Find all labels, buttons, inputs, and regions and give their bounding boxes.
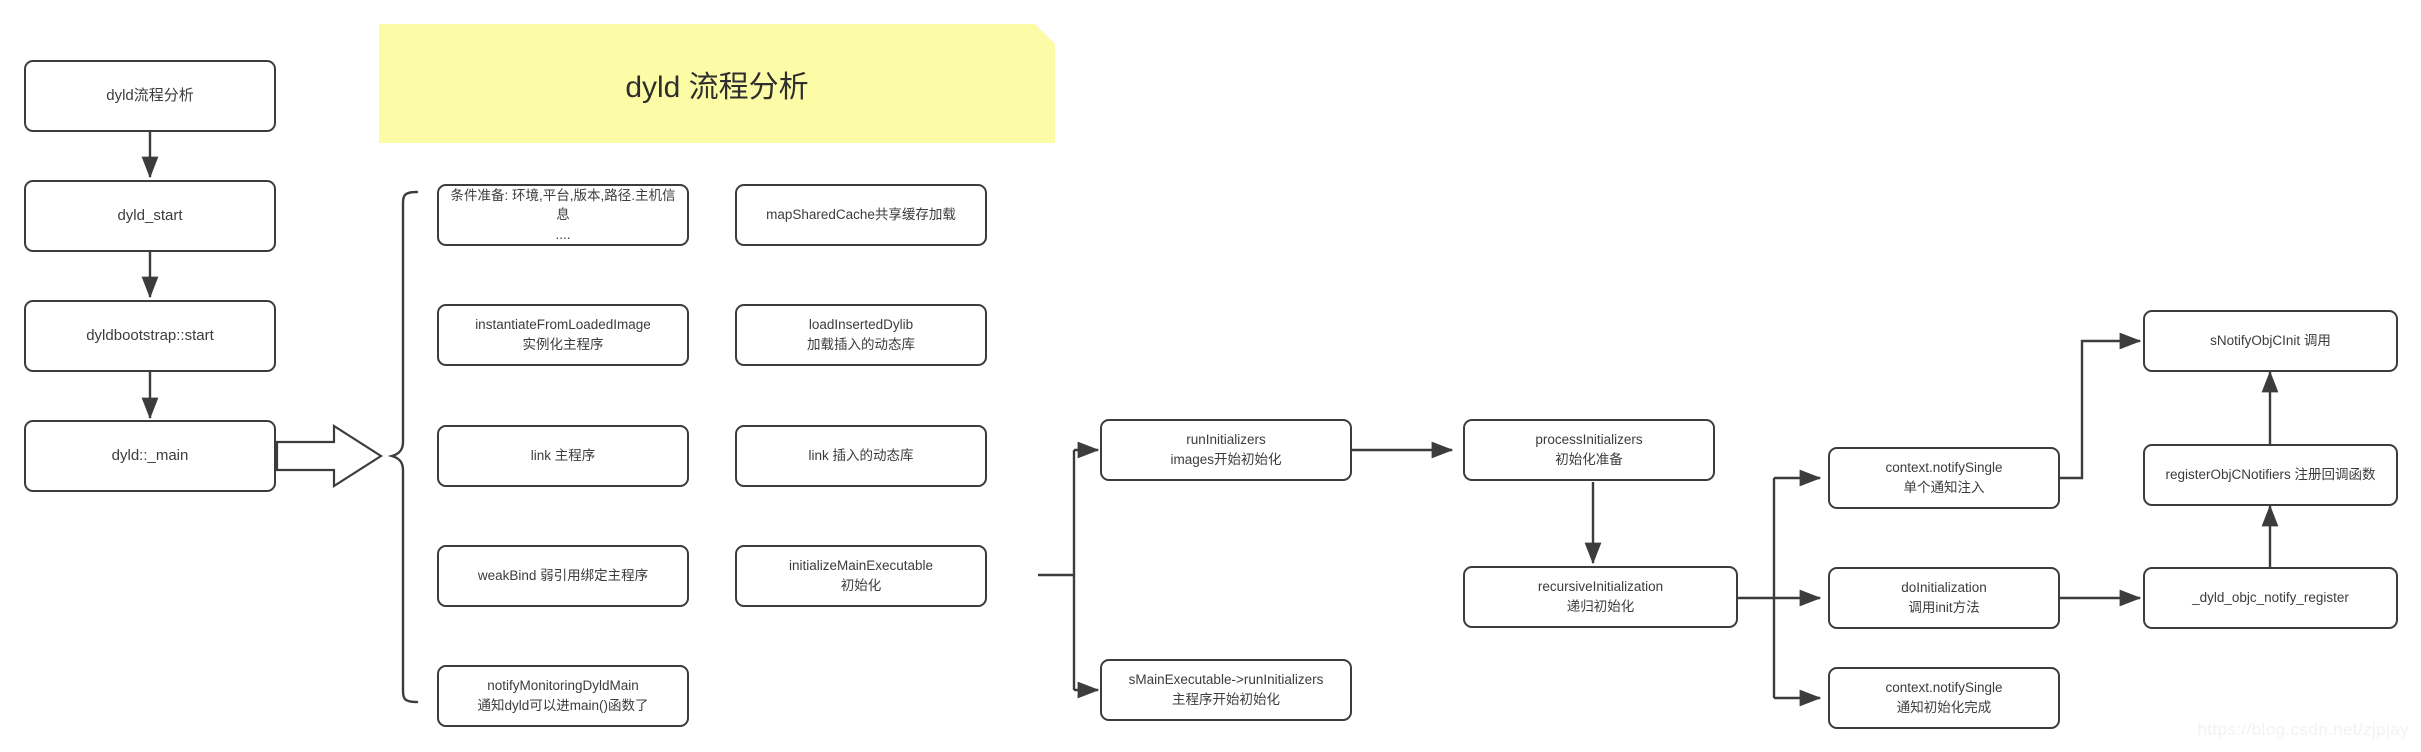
node-label: weakBind 弱引用绑定主程序 xyxy=(477,568,649,584)
node-label: sNotifyObjCInit 调用 xyxy=(2210,333,2331,349)
node-label: 条件准备: 环境,平台,版本,路径.主机信息 .... xyxy=(450,187,676,242)
node-label: dyld_start xyxy=(117,207,183,225)
sticky-fold-icon xyxy=(1035,24,1055,44)
node-label: doInitialization 调用init方法 xyxy=(1901,580,1987,615)
node-dyldbootstrap-start[interactable]: dyldbootstrap::start xyxy=(24,300,276,372)
node-initialize-main-executable[interactable]: initializeMainExecutable 初始化 xyxy=(735,545,987,607)
node-recursive-initialization[interactable]: recursiveInitialization 递归初始化 xyxy=(1463,566,1738,628)
node-weak-bind[interactable]: weakBind 弱引用绑定主程序 xyxy=(437,545,689,607)
node-label: link 插入的动态库 xyxy=(808,448,914,464)
node-label: recursiveInitialization 递归初始化 xyxy=(1537,579,1664,614)
node-label: dyld::_main xyxy=(111,447,189,465)
steps-group-brace xyxy=(387,190,419,704)
recursive-branch xyxy=(1736,469,1822,707)
node-process-initializers[interactable]: processInitializers 初始化准备 xyxy=(1463,419,1715,481)
init-main-executable-branch xyxy=(1038,441,1100,699)
node-label: runInitializers images开始初始化 xyxy=(1170,432,1282,467)
node-run-initializers[interactable]: runInitializers images开始初始化 xyxy=(1100,419,1352,481)
notify-to-snotify-arrow xyxy=(2058,332,2142,480)
node-label: mapSharedCache共享缓存加载 xyxy=(766,207,956,223)
block-arrow-dyld-main xyxy=(275,423,384,489)
node-dyld-flow-analysis[interactable]: dyld流程分析 xyxy=(24,60,276,132)
node-map-shared-cache[interactable]: mapSharedCache共享缓存加载 xyxy=(735,184,987,246)
node-label: dyld流程分析 xyxy=(106,87,194,105)
node-dyld-main[interactable]: dyld::_main xyxy=(24,420,276,492)
node-label: loadInsertedDylib 加载插入的动态库 xyxy=(807,317,915,352)
node-smain-run-initializers[interactable]: sMainExecutable->runInitializers 主程序开始初始… xyxy=(1100,659,1352,721)
page-title: dyld 流程分析 xyxy=(625,70,809,104)
node-notify-single-inject[interactable]: context.notifySingle 单个通知注入 xyxy=(1828,447,2060,509)
node-register-objc-notifiers[interactable]: registerObjCNotifiers 注册回调函数 xyxy=(2143,444,2398,506)
node-label: processInitializers 初始化准备 xyxy=(1535,432,1643,467)
node-dyld-start[interactable]: dyld_start xyxy=(24,180,276,252)
node-load-inserted-dylib[interactable]: loadInsertedDylib 加载插入的动态库 xyxy=(735,304,987,366)
node-link-main[interactable]: link 主程序 xyxy=(437,425,689,487)
watermark-text: https://blog.csdn.net/zjpjay xyxy=(2197,720,2409,739)
node-condition-prepare[interactable]: 条件准备: 环境,平台,版本,路径.主机信息 .... xyxy=(437,184,689,246)
node-label: sMainExecutable->runInitializers 主程序开始初始… xyxy=(1128,672,1324,707)
node-instantiate-from-loaded-image[interactable]: instantiateFromLoadedImage 实例化主程序 xyxy=(437,304,689,366)
node-label: initializeMainExecutable 初始化 xyxy=(788,558,934,593)
node-snotify-objc-init[interactable]: sNotifyObjCInit 调用 xyxy=(2143,310,2398,372)
node-label: registerObjCNotifiers 注册回调函数 xyxy=(2165,467,2376,483)
node-label: _dyld_objc_notify_register xyxy=(2192,590,2349,606)
node-notify-single-done[interactable]: context.notifySingle 通知初始化完成 xyxy=(1828,667,2060,729)
title-banner: dyld 流程分析 xyxy=(379,24,1055,143)
node-label: context.notifySingle 通知初始化完成 xyxy=(1885,680,2003,715)
node-label: dyldbootstrap::start xyxy=(86,327,214,345)
node-label: context.notifySingle 单个通知注入 xyxy=(1885,460,2003,495)
node-label: link 主程序 xyxy=(530,448,596,464)
node-label: instantiateFromLoadedImage 实例化主程序 xyxy=(475,317,651,352)
node-do-initialization[interactable]: doInitialization 调用init方法 xyxy=(1828,567,2060,629)
node-dyld-objc-notify-register[interactable]: _dyld_objc_notify_register xyxy=(2143,567,2398,629)
node-link-inserted-dylib[interactable]: link 插入的动态库 xyxy=(735,425,987,487)
node-notify-monitoring-dyld-main[interactable]: notifyMonitoringDyldMain 通知dyld可以进main()… xyxy=(437,665,689,727)
node-label: notifyMonitoringDyldMain 通知dyld可以进main()… xyxy=(477,678,649,713)
